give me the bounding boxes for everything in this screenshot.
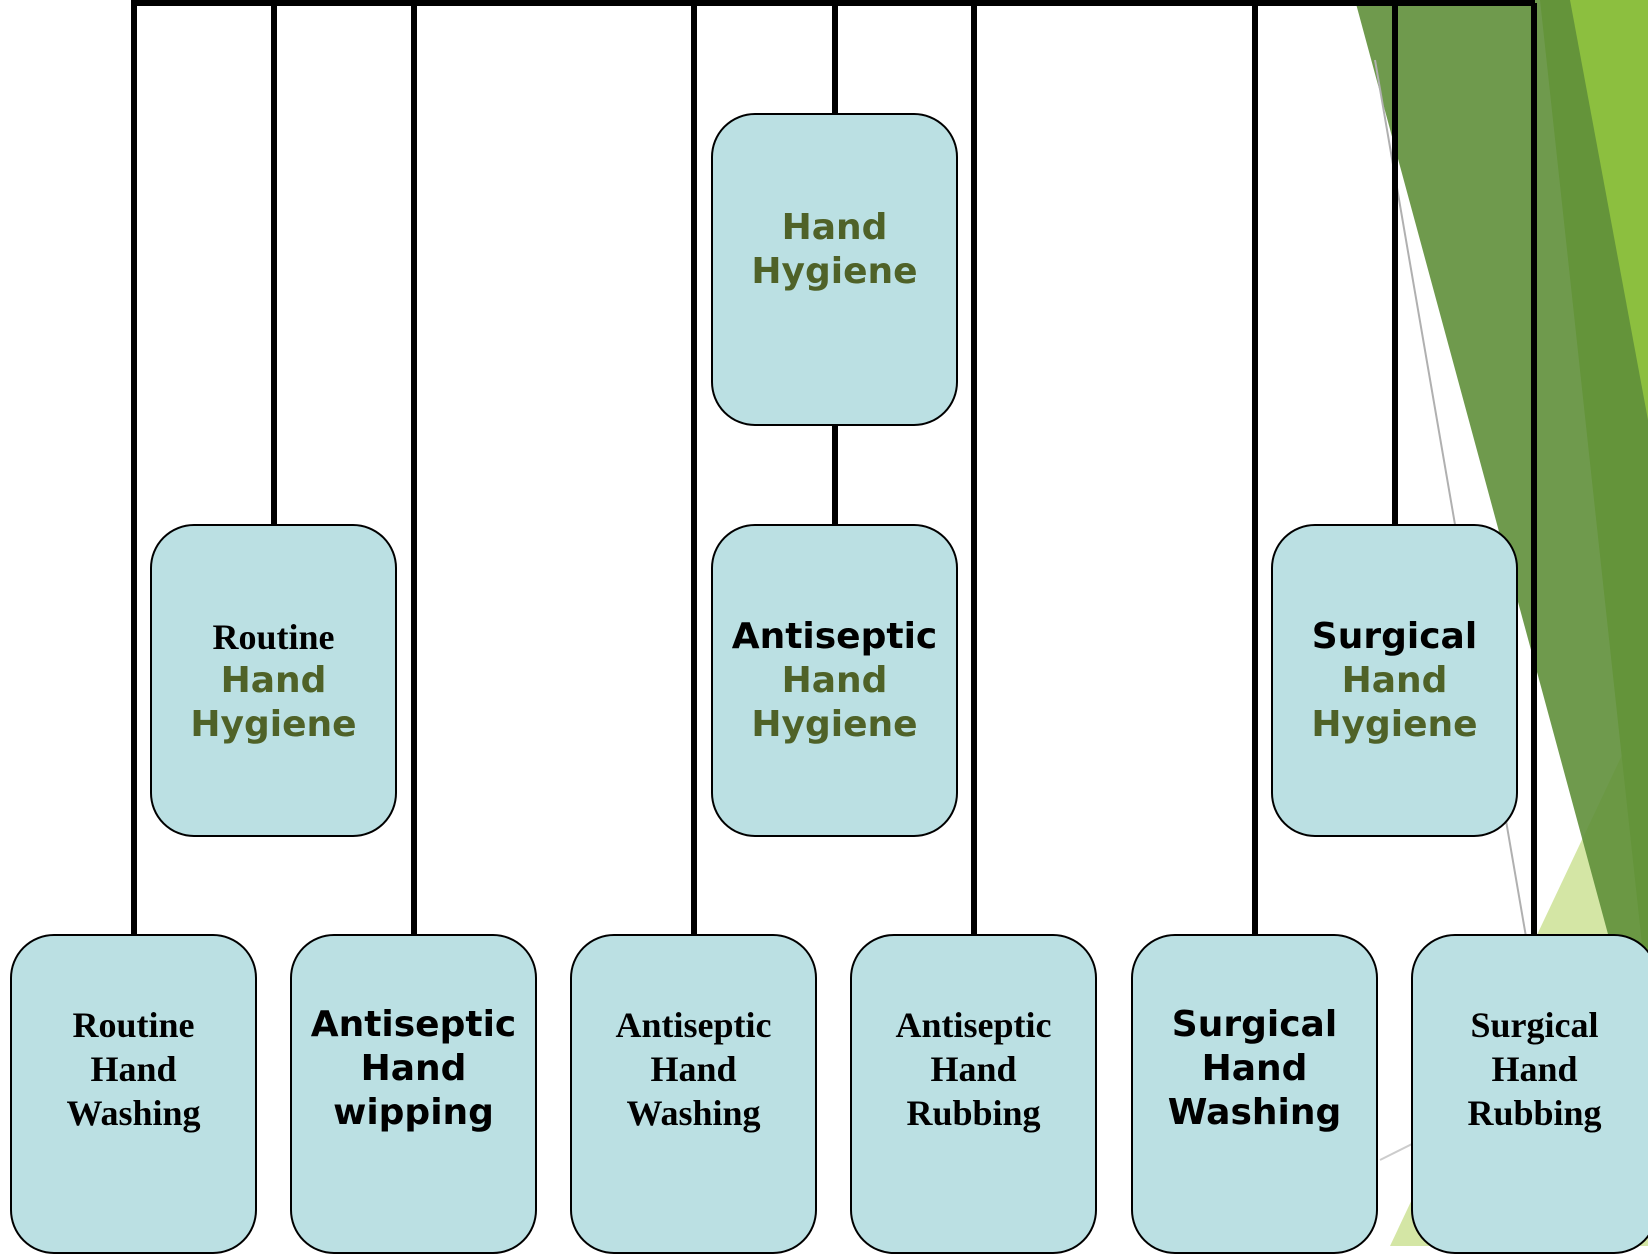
leaf-3-line1: Antiseptic bbox=[896, 1003, 1052, 1047]
category-antiseptic-line2: Hand bbox=[782, 659, 888, 703]
category-surgical-line2: Hand bbox=[1342, 659, 1448, 703]
root-node-hand-hygiene: Hand Hygiene bbox=[711, 113, 958, 426]
leaf-5-line2: Hand bbox=[1491, 1047, 1577, 1091]
category-surgical-line3: Hygiene bbox=[1311, 703, 1477, 747]
leaf-1-line3: wipping bbox=[333, 1091, 494, 1135]
leaf-2-line1: Antiseptic bbox=[616, 1003, 772, 1047]
leaf-4-line2: Hand bbox=[1202, 1047, 1308, 1091]
leaf-node-surgical-hand-washing: Surgical Hand Washing bbox=[1131, 934, 1378, 1254]
leaf-node-antiseptic-hand-wipping: Antiseptic Hand wipping bbox=[290, 934, 537, 1254]
leaf-5-line3: Rubbing bbox=[1467, 1091, 1601, 1135]
category-routine-line1: Routine bbox=[212, 615, 334, 659]
category-node-surgical: Surgical Hand Hygiene bbox=[1271, 524, 1518, 837]
leaf-node-antiseptic-hand-rubbing: Antiseptic Hand Rubbing bbox=[850, 934, 1097, 1254]
leaf-1-line1: Antiseptic bbox=[311, 1003, 517, 1047]
leaf-3-line2: Hand bbox=[930, 1047, 1016, 1091]
leaf-2-line2: Hand bbox=[650, 1047, 736, 1091]
category-node-routine: Routine Hand Hygiene bbox=[150, 524, 397, 837]
category-surgical-line1: Surgical bbox=[1312, 615, 1477, 659]
root-node-line2: Hygiene bbox=[751, 250, 917, 294]
leaf-2-line3: Washing bbox=[626, 1091, 760, 1135]
category-routine-line2: Hand bbox=[221, 659, 327, 703]
leaf-3-line3: Rubbing bbox=[906, 1091, 1040, 1135]
leaf-0-line2: Hand bbox=[90, 1047, 176, 1091]
leaf-1-line2: Hand bbox=[361, 1047, 467, 1091]
root-node-line1: Hand bbox=[782, 206, 888, 250]
leaf-4-line3: Washing bbox=[1168, 1091, 1342, 1135]
leaf-0-line3: Washing bbox=[66, 1091, 200, 1135]
leaf-0-line1: Routine bbox=[72, 1003, 194, 1047]
leaf-4-line1: Surgical bbox=[1172, 1003, 1337, 1047]
leaf-node-antiseptic-hand-washing: Antiseptic Hand Washing bbox=[570, 934, 817, 1254]
category-antiseptic-line1: Antiseptic bbox=[732, 615, 938, 659]
leaf-node-routine-hand-washing: Routine Hand Washing bbox=[10, 934, 257, 1254]
leaf-node-surgical-hand-rubbing: Surgical Hand Rubbing bbox=[1411, 934, 1648, 1254]
category-node-antiseptic: Antiseptic Hand Hygiene bbox=[711, 524, 958, 837]
category-routine-line3: Hygiene bbox=[190, 703, 356, 747]
category-antiseptic-line3: Hygiene bbox=[751, 703, 917, 747]
leaf-5-line1: Surgical bbox=[1470, 1003, 1598, 1047]
